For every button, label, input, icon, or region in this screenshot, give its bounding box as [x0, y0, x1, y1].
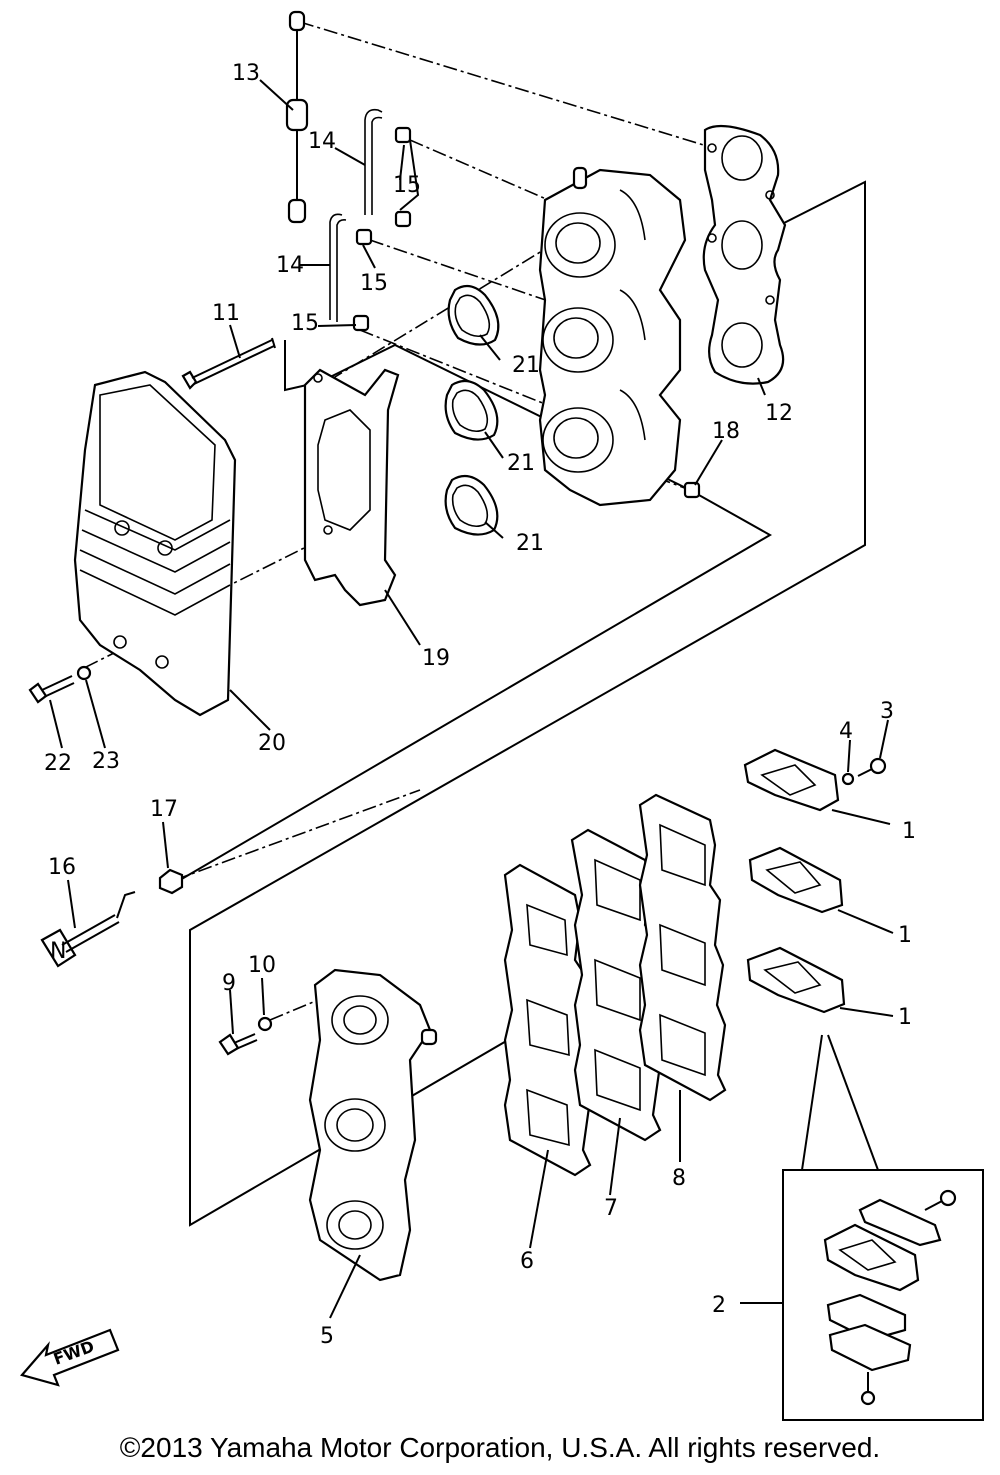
callout-1b: 1	[898, 923, 912, 948]
part-14-hoses	[329, 108, 383, 322]
callout-14b: 14	[276, 253, 304, 278]
part-5-reed-block	[308, 968, 438, 1282]
part-13-linkage-rod	[285, 10, 309, 224]
part-2-detail-box	[782, 1034, 984, 1421]
knob-label: N	[50, 939, 66, 964]
callout-15b: 15	[360, 271, 388, 296]
part-22-bolt	[28, 675, 75, 704]
intake-manifold	[538, 166, 687, 507]
callout-21a: 21	[512, 353, 540, 378]
callout-12: 12	[765, 401, 793, 426]
part-1-reed-valves	[743, 748, 846, 1014]
callout-13: 13	[232, 61, 260, 86]
callout-5: 5	[320, 1324, 334, 1349]
part-8-gasket	[638, 793, 727, 1102]
callout-11: 11	[212, 301, 240, 326]
callout-3: 3	[880, 699, 894, 724]
callout-15a: 15	[393, 173, 421, 198]
callout-10: 10	[248, 953, 276, 978]
fwd-arrow-icon: FWD	[20, 1328, 120, 1387]
part-9-bolt	[218, 1033, 258, 1056]
callout-22: 22	[44, 751, 72, 776]
part-10-washer	[257, 1016, 273, 1032]
part-19-plate	[303, 368, 400, 607]
leader-lines	[49, 79, 894, 1319]
callout-2: 2	[712, 1293, 726, 1318]
copyright-notice: ©2013 Yamaha Motor Corporation, U.S.A. A…	[119, 1432, 881, 1463]
part-15-clips	[352, 126, 420, 332]
callout-14a: 14	[308, 129, 336, 154]
part-3-screw	[857, 757, 887, 777]
part-11-bolt	[181, 337, 276, 390]
callout-15c: 15	[291, 311, 319, 336]
part-4-washer	[841, 772, 855, 786]
callout-4: 4	[839, 719, 853, 744]
callout-1a: 1	[902, 819, 916, 844]
part-23-washer	[76, 665, 92, 681]
callout-16: 16	[48, 855, 76, 880]
callout-7: 7	[604, 1196, 618, 1221]
part-18-nut	[683, 481, 701, 499]
part-21-o-rings	[444, 284, 500, 536]
callout-9: 9	[222, 971, 236, 996]
callout-18: 18	[712, 419, 740, 444]
callout-20: 20	[258, 731, 286, 756]
part-16-knob: N	[40, 891, 136, 968]
part-20-silencer-cover	[73, 370, 237, 717]
callout-8: 8	[672, 1166, 686, 1191]
callout-6: 6	[520, 1249, 534, 1274]
part-12-manifold-gasket	[702, 124, 787, 385]
callout-19: 19	[422, 646, 450, 671]
callout-21c: 21	[516, 531, 544, 556]
callout-17: 17	[150, 797, 178, 822]
callout-23: 23	[92, 749, 120, 774]
callout-1c: 1	[898, 1005, 912, 1030]
callout-21b: 21	[507, 451, 535, 476]
part-17-nut	[158, 868, 184, 895]
callout-labels: 13 14 15 14 15 15 11 21 21 21 12 18 19 2…	[44, 61, 916, 1349]
